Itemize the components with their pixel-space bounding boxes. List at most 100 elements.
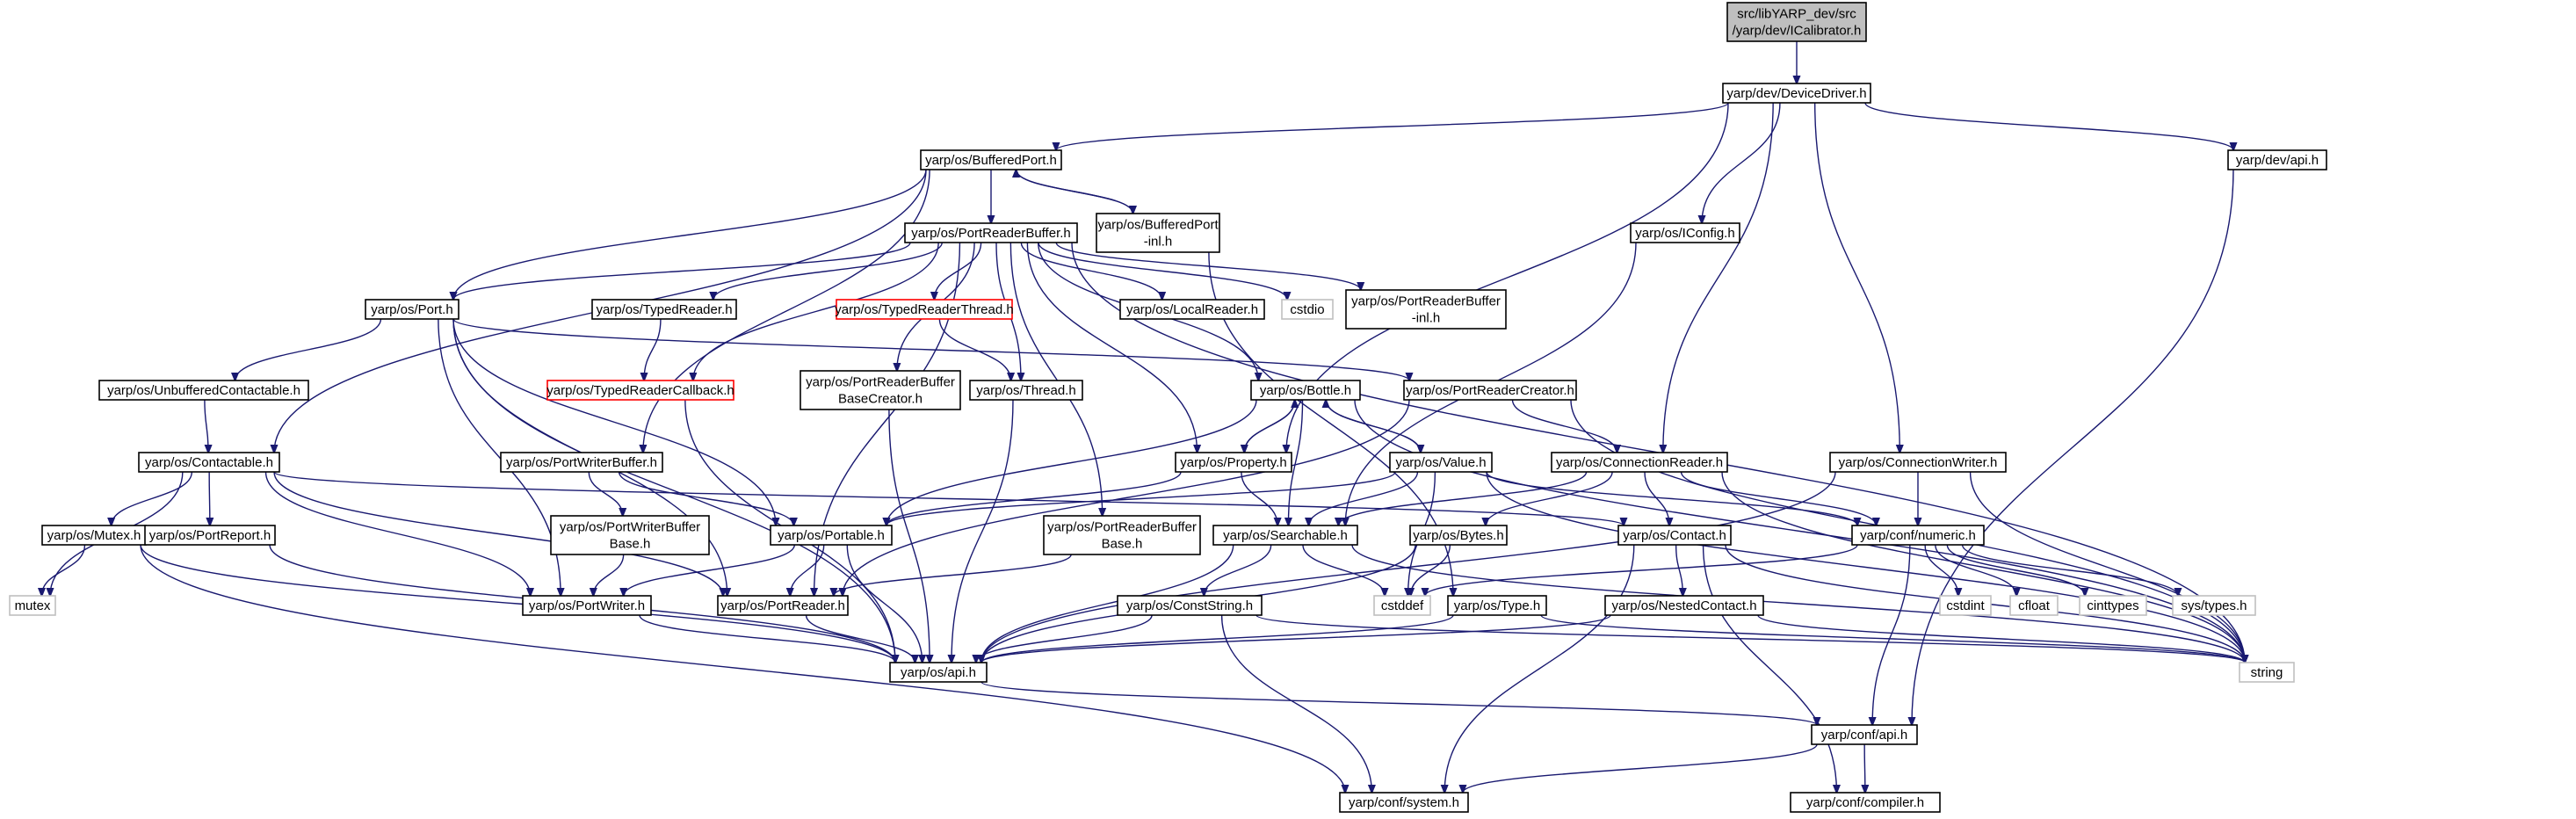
node-box-string bbox=[2239, 662, 2295, 683]
node-label-bufferedportinl-0: yarp/os/BufferedPort bbox=[1097, 218, 1219, 233]
node-box-cstddef bbox=[1373, 595, 1431, 616]
node-bytes[interactable]: yarp/os/Bytes.h bbox=[1409, 525, 1508, 546]
node-portable[interactable]: yarp/os/Portable.h bbox=[770, 525, 893, 546]
edge-portwriterbuffer-to-portable bbox=[618, 471, 794, 525]
edge-portreaderbuffer-to-typedreader bbox=[713, 242, 943, 300]
node-systypes[interactable]: sys/types.h bbox=[2172, 595, 2256, 616]
edge-portwriterbuffer-to-portwriterbufferbase bbox=[588, 471, 623, 516]
node-devicedriver[interactable]: yarp/dev/DeviceDriver.h bbox=[1722, 83, 1871, 104]
node-devapi[interactable]: yarp/dev/api.h bbox=[2227, 149, 2327, 170]
node-box-portreaderbuffer bbox=[904, 222, 1078, 243]
node-bufferedport[interactable]: yarp/os/BufferedPort.h bbox=[920, 149, 1062, 170]
node-mutexstd[interactable]: mutex bbox=[9, 595, 56, 616]
edge-connectionwriter-to-osapi bbox=[981, 471, 1836, 663]
node-cstdint[interactable]: cstdint bbox=[1939, 595, 1992, 616]
edge-bufferedportinl-to-bufferedport bbox=[1017, 170, 1134, 214]
edge-type-to-string bbox=[1540, 614, 2245, 663]
node-typedreadercallback[interactable]: yarp/os/TypedReaderCallback.h bbox=[546, 380, 734, 401]
edge-confapi-to-compiler bbox=[1864, 743, 1865, 793]
node-port[interactable]: yarp/os/Port.h bbox=[365, 299, 459, 320]
node-searchable[interactable]: yarp/os/Searchable.h bbox=[1212, 525, 1358, 546]
node-portwriter[interactable]: yarp/os/PortWriter.h bbox=[522, 595, 652, 616]
edge-port-to-portable bbox=[452, 318, 776, 525]
edge-portreaderbufferbase-to-portreader bbox=[834, 554, 1072, 596]
node-label-localreader-0: yarp/os/LocalReader.h bbox=[1126, 302, 1258, 317]
node-value[interactable]: yarp/os/Value.h bbox=[1389, 452, 1493, 473]
node-box-devapi bbox=[2227, 149, 2327, 170]
edge-contactable-to-mutex bbox=[112, 471, 193, 525]
node-unbufferedcontactable[interactable]: yarp/os/UnbufferedContactable.h bbox=[98, 380, 309, 401]
node-connectionwriter[interactable]: yarp/os/ConnectionWriter.h bbox=[1829, 452, 2007, 473]
node-bufferedportinl[interactable]: yarp/os/BufferedPort-inl.h bbox=[1096, 213, 1220, 253]
node-connectionreader[interactable]: yarp/os/ConnectionReader.h bbox=[1551, 452, 1728, 473]
edge-portreadercreator-to-portreader bbox=[843, 399, 1410, 596]
node-confapi[interactable]: yarp/conf/api.h bbox=[1811, 724, 1918, 745]
node-label-typedreadercallback-0: yarp/os/TypedReaderCallback.h bbox=[546, 383, 734, 398]
node-osapi[interactable]: yarp/os/api.h bbox=[889, 662, 988, 683]
node-compiler[interactable]: yarp/conf/compiler.h bbox=[1790, 792, 1941, 813]
node-cfloat[interactable]: cfloat bbox=[2009, 595, 2059, 616]
edge-bottle-to-portable bbox=[886, 399, 1257, 525]
node-string[interactable]: string bbox=[2239, 662, 2295, 683]
edge-searchable-to-string bbox=[1351, 544, 2245, 663]
node-bottle[interactable]: yarp/os/Bottle.h bbox=[1250, 380, 1361, 401]
edge-numeric-to-systypes bbox=[1961, 544, 2178, 596]
node-label-mutex-0: yarp/os/Mutex.h bbox=[47, 528, 141, 543]
edge-connectionreader-to-string bbox=[1721, 471, 2245, 663]
node-label-portreport-0: yarp/os/PortReport.h bbox=[149, 528, 271, 543]
node-box-contact bbox=[1617, 525, 1732, 546]
node-label-portwriter-0: yarp/os/PortWriter.h bbox=[529, 598, 645, 613]
node-contact[interactable]: yarp/os/Contact.h bbox=[1617, 525, 1732, 546]
node-portreaderbuffer[interactable]: yarp/os/PortReaderBuffer.h bbox=[904, 222, 1078, 243]
node-portreaderbufferinl[interactable]: yarp/os/PortReaderBuffer-inl.h bbox=[1345, 289, 1507, 330]
node-label-portreader-0: yarp/os/PortReader.h bbox=[720, 598, 845, 613]
node-root[interactable]: src/libYARP_dev/src/yarp/dev/ICalibrator… bbox=[1726, 2, 1867, 42]
node-typedreaderthread[interactable]: yarp/os/TypedReaderThread.h bbox=[835, 299, 1014, 320]
node-label-cfloat-0: cfloat bbox=[2018, 598, 2051, 613]
node-system[interactable]: yarp/conf/system.h bbox=[1339, 792, 1469, 813]
edge-property-to-searchable bbox=[1241, 471, 1277, 525]
node-label-property-0: yarp/os/Property.h bbox=[1180, 455, 1286, 470]
node-label-portreaderbufferinl-1: -inl.h bbox=[1412, 311, 1441, 326]
edge-portreaderbuffer-to-typedreaderthread bbox=[934, 242, 982, 300]
node-typedreader[interactable]: yarp/os/TypedReader.h bbox=[591, 299, 737, 320]
node-portreader[interactable]: yarp/os/PortReader.h bbox=[717, 595, 849, 616]
node-portwriterbuffer[interactable]: yarp/os/PortWriterBuffer.h bbox=[500, 452, 663, 473]
node-portreport[interactable]: yarp/os/PortReport.h bbox=[144, 525, 276, 546]
node-nestedcontact[interactable]: yarp/os/NestedContact.h bbox=[1604, 595, 1764, 616]
node-thread[interactable]: yarp/os/Thread.h bbox=[969, 380, 1083, 401]
node-contactable[interactable]: yarp/os/Contactable.h bbox=[138, 452, 280, 473]
edges-layer bbox=[42, 40, 2246, 793]
node-portreadercreator[interactable]: yarp/os/PortReaderCreator.h bbox=[1403, 380, 1577, 401]
edge-connectionreader-to-bytes bbox=[1486, 471, 1613, 525]
node-type[interactable]: yarp/os/Type.h bbox=[1447, 595, 1547, 616]
node-numeric[interactable]: yarp/conf/numeric.h bbox=[1851, 525, 1985, 546]
node-label-devicedriver-0: yarp/dev/DeviceDriver.h bbox=[1726, 86, 1866, 101]
edge-value-to-bottle bbox=[1326, 400, 1422, 453]
edge-portreaderbuffer-to-property bbox=[1026, 242, 1197, 453]
node-localreader[interactable]: yarp/os/LocalReader.h bbox=[1119, 299, 1265, 320]
node-cstddef[interactable]: cstddef bbox=[1373, 595, 1431, 616]
node-box-cstdio bbox=[1281, 299, 1334, 320]
edge-mutex-to-system bbox=[140, 544, 1345, 793]
node-label-searchable-0: yarp/os/Searchable.h bbox=[1223, 528, 1348, 543]
node-box-localreader bbox=[1119, 299, 1265, 320]
node-box-cfloat bbox=[2009, 595, 2059, 616]
node-label-contactable-0: yarp/os/Contactable.h bbox=[145, 455, 273, 470]
edge-osapi-to-confapi bbox=[980, 681, 1817, 725]
node-mutex[interactable]: yarp/os/Mutex.h bbox=[41, 525, 147, 546]
node-label-value-0: yarp/os/Value.h bbox=[1395, 455, 1486, 470]
node-label-connectionwriter-0: yarp/os/ConnectionWriter.h bbox=[1839, 455, 1998, 470]
node-label-portable-0: yarp/os/Portable.h bbox=[778, 528, 885, 543]
node-property[interactable]: yarp/os/Property.h bbox=[1175, 452, 1292, 473]
node-iconfig[interactable]: yarp/os/IConfig.h bbox=[1630, 222, 1740, 243]
node-cstdio[interactable]: cstdio bbox=[1281, 299, 1334, 320]
edge-portreaderbuffer-to-localreader bbox=[1020, 242, 1161, 300]
edge-searchable-to-conststring bbox=[1204, 544, 1272, 596]
node-label-portreadercreator-0: yarp/os/PortReaderCreator.h bbox=[1406, 383, 1574, 398]
node-cinttypes[interactable]: cinttypes bbox=[2079, 595, 2147, 616]
node-conststring[interactable]: yarp/os/ConstString.h bbox=[1117, 595, 1263, 616]
